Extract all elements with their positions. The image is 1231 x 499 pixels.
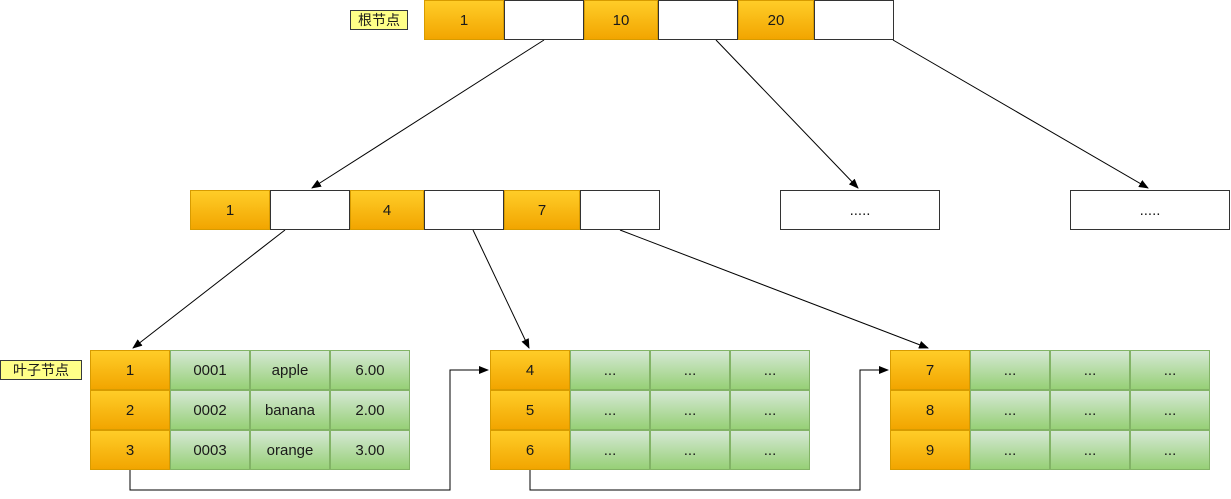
leaf1-cell: 6.00 [330,350,410,390]
leaf2-cell: ... [730,390,810,430]
leaf2-cell: ... [730,350,810,390]
leaf3-cell: ... [1130,390,1210,430]
leaf3-cell: ... [970,390,1050,430]
internal-pointer-1 [270,190,350,230]
edge-internal-to-leaf2 [472,229,530,349]
right-node: ..... [1070,190,1230,230]
edge-leaf1-to-leaf2 [129,366,489,491]
leaf1-cell: banana [250,390,330,430]
leaf2-cell: ... [570,390,650,430]
edge-root-to-internal [311,39,545,189]
root-label: 根节点 [350,10,408,30]
leaf2-cell: ... [650,390,730,430]
edge-internal-to-leaf1 [132,229,286,349]
root-pointer-3 [814,0,894,40]
internal-pointer-2 [424,190,504,230]
leaf3-cell: ... [1130,430,1210,470]
leaf3-cell: ... [1050,430,1130,470]
leaf1-cell: 0003 [170,430,250,470]
leaf2-key: 6 [490,430,570,470]
edge-root-to-right [892,39,1149,189]
leaf1-cell: 0002 [170,390,250,430]
middle-node: ..... [780,190,940,230]
leaf3-key: 9 [890,430,970,470]
leaf2-cell: ... [650,430,730,470]
leaf1-cell: 0001 [170,350,250,390]
internal-key-1: 1 [190,190,270,230]
leaf1-cell: apple [250,350,330,390]
root-key-2: 10 [584,0,658,40]
leaf3-cell: ... [1130,350,1210,390]
leaf2-cell: ... [570,350,650,390]
root-key-1: 1 [424,0,504,40]
root-pointer-2 [658,0,738,40]
leaf1-cell: 3.00 [330,430,410,470]
internal-key-3: 7 [504,190,580,230]
edge-leaf2-to-leaf3 [529,366,889,491]
leaf1-cell: orange [250,430,330,470]
leaf2-cell: ... [730,430,810,470]
leaf1-key: 2 [90,390,170,430]
root-key-3: 20 [738,0,814,40]
leaf2-key: 5 [490,390,570,430]
leaf1-key: 1 [90,350,170,390]
edge-root-to-middle [715,39,859,189]
leaf-label: 叶子节点 [0,360,82,380]
root-pointer-1 [504,0,584,40]
leaf3-cell: ... [1050,390,1130,430]
edge-internal-to-leaf3 [619,229,929,349]
leaf1-cell: 2.00 [330,390,410,430]
leaf2-cell: ... [570,430,650,470]
leaf1-key: 3 [90,430,170,470]
leaf3-key: 7 [890,350,970,390]
leaf3-cell: ... [1050,350,1130,390]
leaf2-key: 4 [490,350,570,390]
leaf3-cell: ... [970,430,1050,470]
internal-pointer-3 [580,190,660,230]
leaf3-cell: ... [970,350,1050,390]
leaf2-cell: ... [650,350,730,390]
internal-key-2: 4 [350,190,424,230]
leaf3-key: 8 [890,390,970,430]
